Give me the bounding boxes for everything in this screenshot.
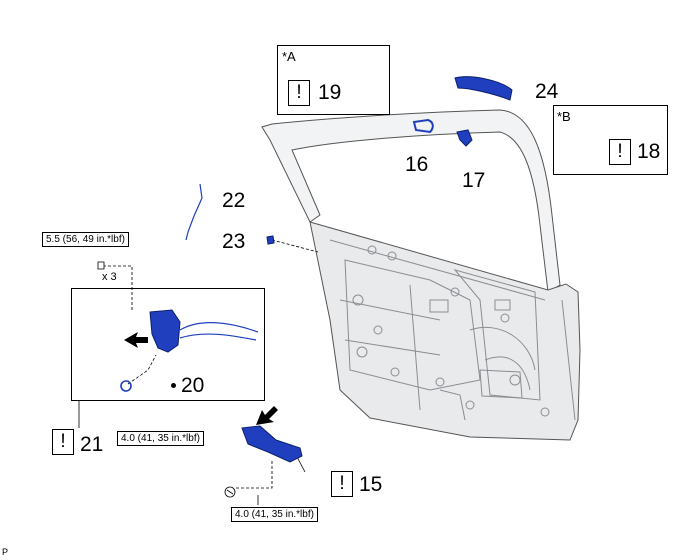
door-lock-assembly-part-21 — [149, 309, 181, 353]
outside-handle-part-24 — [454, 76, 513, 101]
caution-icon: ! — [288, 80, 310, 106]
part-number-19: 19 — [318, 81, 342, 104]
torque-spec-label: 4.0 (41, 35 in.*lbf) — [231, 507, 318, 522]
part-outlines — [120, 183, 259, 392]
caution-icon: ! — [609, 139, 631, 165]
caution-icon: ! — [331, 471, 353, 497]
cap-part-17 — [456, 129, 473, 147]
torque-spec-label: 5.5 (56, 49 in.*lbf) — [42, 232, 129, 247]
direction-arrows — [124, 332, 278, 425]
quantity-label: x 3 — [102, 271, 117, 283]
variant-a-label: *A — [282, 49, 296, 64]
torque-spec-label: 4.0 (41, 35 in.*lbf) — [117, 431, 204, 446]
part-number-21: 21 — [80, 433, 104, 456]
seal-ring-part-20 — [120, 380, 132, 392]
part-number-24: 24 — [535, 80, 559, 103]
handle-frame-part-16 — [412, 118, 434, 134]
variant-b-label: *B — [557, 109, 571, 124]
blue-parts — [149, 76, 585, 463]
part-number-15: 15 — [359, 473, 383, 496]
part-number-18: 18 — [637, 140, 661, 163]
handle-frame-part-15 — [241, 425, 303, 463]
part-number-16: 16 — [405, 153, 429, 176]
door-panel — [261, 109, 581, 441]
caution-icon: ! — [52, 429, 74, 455]
part-number-22: 22 — [222, 189, 246, 212]
bullet-marker — [171, 383, 176, 388]
part-number-17: 17 — [462, 169, 486, 192]
screws — [97, 261, 236, 498]
clip-part-23 — [266, 235, 275, 245]
footer-mark: P — [2, 547, 9, 557]
lock-assembly-box — [71, 288, 265, 401]
part-number-23: 23 — [222, 230, 246, 253]
link-rod-part-22 — [185, 183, 203, 241]
door-inner-details — [329, 239, 576, 421]
part-number-20: 20 — [181, 374, 205, 397]
